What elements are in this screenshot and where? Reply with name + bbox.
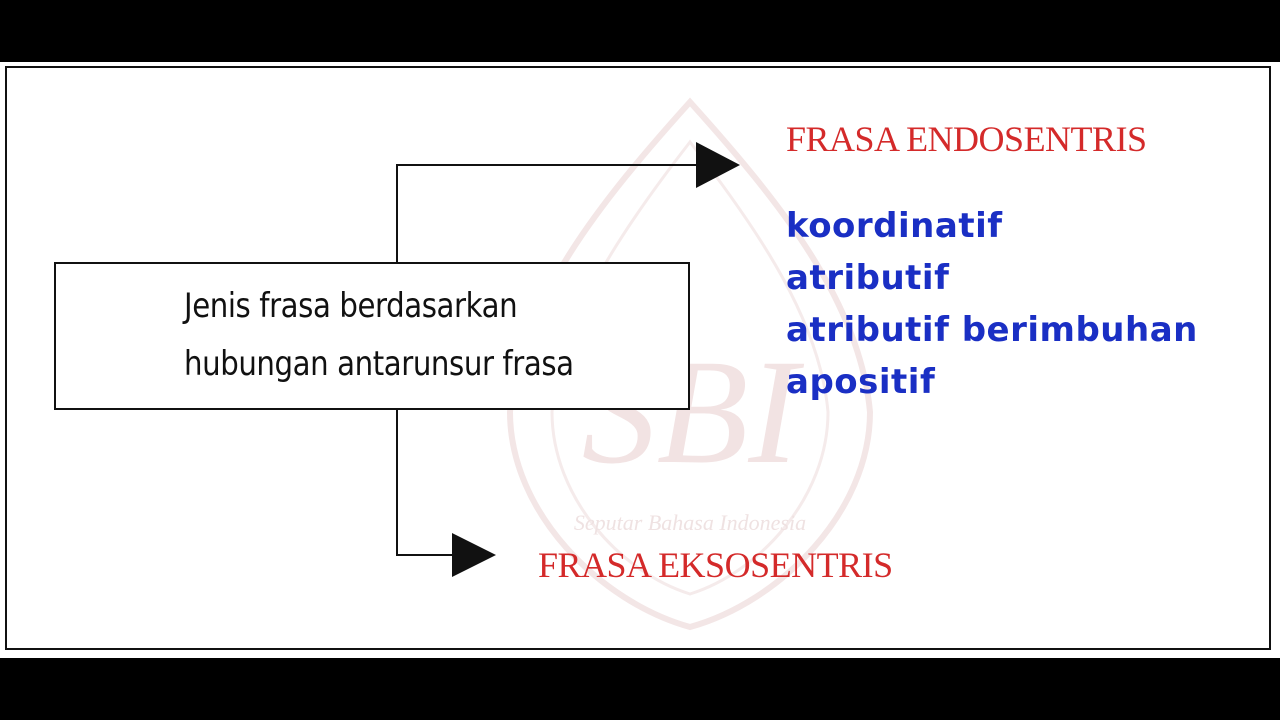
arrowhead-endosentris bbox=[696, 142, 740, 188]
list-item-atributif: atributif bbox=[786, 258, 950, 298]
arrowhead-eksosentris bbox=[452, 533, 496, 577]
list-item-atributif-berimbuhan: atributif berimbuhan bbox=[786, 310, 1198, 350]
watermark-caption: Seputar Bahasa Indonesia bbox=[574, 510, 806, 535]
endosentris-list: koordinatif atributif atributif berimbuh… bbox=[786, 200, 1198, 408]
connector-to-endosentris bbox=[396, 164, 698, 262]
list-item-koordinatif: koordinatif bbox=[786, 206, 1003, 246]
letterbox-bottom bbox=[0, 658, 1280, 720]
letterbox-top bbox=[0, 0, 1280, 62]
connector-to-eksosentris bbox=[396, 410, 454, 556]
endosentris-heading: FRASA ENDOSENTRIS bbox=[786, 119, 1147, 159]
main-concept-box: Jenis frasa berdasarkan hubungan antarun… bbox=[54, 262, 690, 410]
slide-frame bbox=[5, 66, 1271, 650]
list-item-apositif: apositif bbox=[786, 362, 936, 402]
main-box-line-1: Jenis frasa berdasarkan bbox=[184, 286, 518, 326]
eksosentris-heading: FRASA EKSOSENTRIS bbox=[538, 545, 893, 585]
connector-arrows bbox=[396, 142, 740, 577]
main-box-line-2: hubungan antarunsur frasa bbox=[184, 344, 574, 384]
diagram-slide: SBI Seputar Bahasa Indonesia Jenis frasa… bbox=[0, 62, 1280, 658]
